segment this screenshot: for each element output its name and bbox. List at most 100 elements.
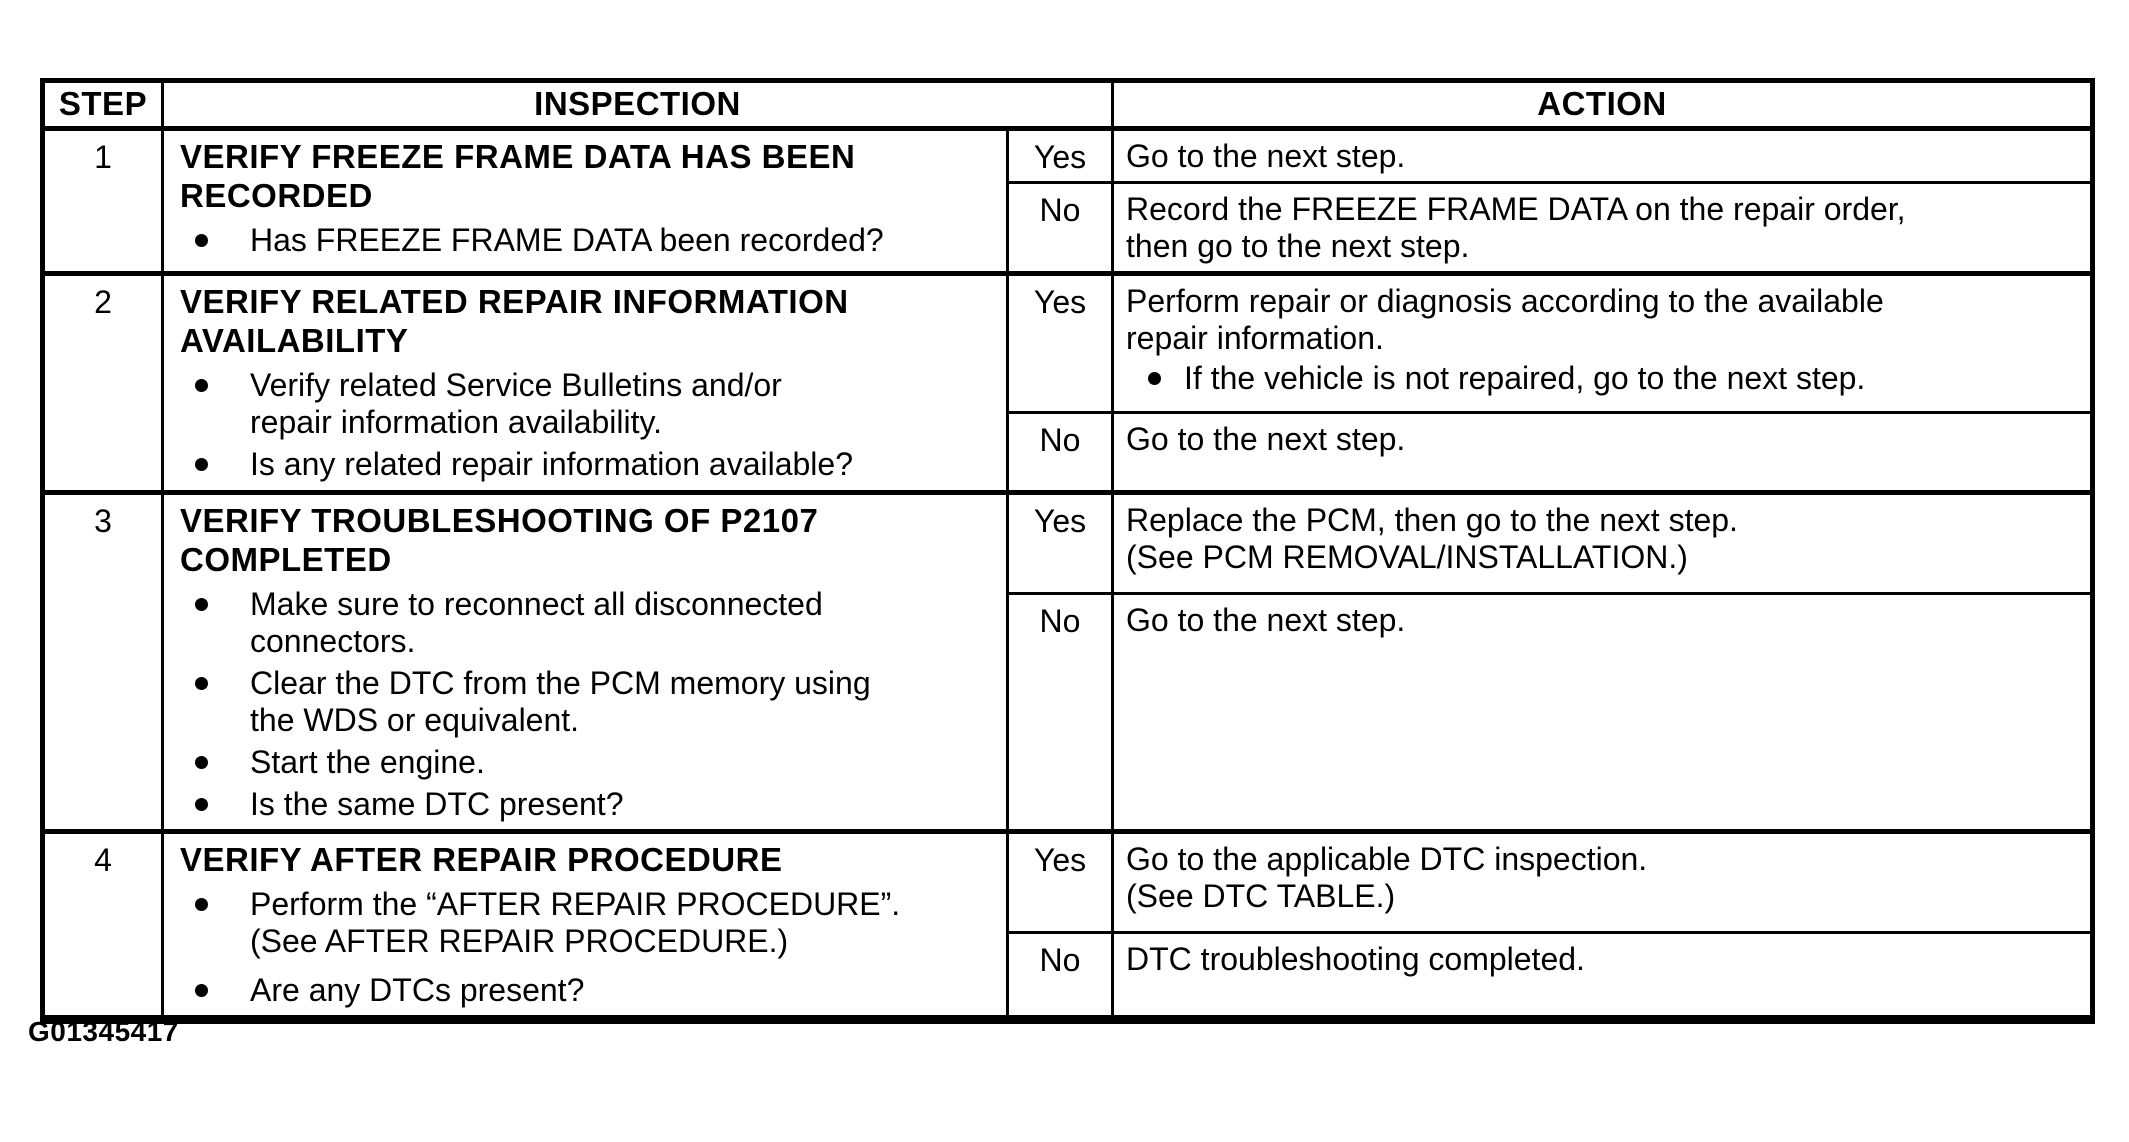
action-line: Go to the next step. [1126,421,1406,457]
step3-yes-row: 3 VERIFY TROUBLESHOOTING OF P2107 COMPLE… [41,490,2095,833]
step1-no-row: No Record the FREEZE FRAME DATA on the r… [43,181,2095,275]
inspection-cell: VERIFY AFTER REPAIR PROCEDURE Perform th… [161,829,1009,1021]
step3-no-row: No Go to the next step. [43,591,2095,834]
header-inspection: INSPECTION [160,79,1115,131]
no-label: No [1039,422,1081,458]
action-line: Perform repair or diagnosis according to… [1126,283,1884,319]
inspection-bullet-list: Perform the “AFTER REPAIR PROCEDURE”. (S… [180,886,996,1009]
step-number: 2 [41,271,164,494]
yes-label: Yes [1033,284,1087,320]
header-action: ACTION [1111,79,2095,131]
no-cell: No [1005,591,1115,834]
bullet-item: Perform the “AFTER REPAIR PROCEDURE”. (S… [180,886,996,960]
yes-label: Yes [1033,139,1087,175]
action-line: Go to the applicable DTC inspection. [1126,841,1648,877]
step-number: 1 [41,126,164,275]
action-line: repair information. [1126,320,1384,356]
inspection-title: VERIFY FREEZE FRAME DATA HAS BEEN RECORD… [180,137,996,215]
action-no-cell: Go to the next step. [1111,591,2095,834]
action-yes-cell: Go to the applicable DTC inspection. (Se… [1111,829,2095,934]
title-line: RECORDED [180,177,373,214]
bullet-item: Has FREEZE FRAME DATA been recorded? [180,222,996,259]
bullet-item: Is the same DTC present? [180,786,996,823]
table-header-row: STEP INSPECTION ACTION [41,79,2095,131]
bullet-item: Are any DTCs present? [180,972,996,1009]
step4-yes-row: 4 VERIFY AFTER REPAIR PROCEDURE Perform … [41,829,2095,1021]
step4-no-row: No DTC troubleshooting completed. [43,930,2095,1022]
yes-cell: Yes [1005,271,1115,414]
inspection-cell: VERIFY RELATED REPAIR INFORMATION AVAILA… [161,271,1009,494]
bullet-item: Start the engine. [180,744,996,781]
step-number: 4 [41,829,164,1021]
action-yes-cell: Go to the next step. [1111,126,2095,184]
no-label: No [1039,192,1081,228]
yes-label: Yes [1033,503,1087,539]
bullet-item: If the vehicle is not repaired, go to th… [1126,360,2080,397]
action-yes-cell: Replace the PCM, then go to the next ste… [1111,490,2095,595]
action-line: Replace the PCM, then go to the next ste… [1126,502,1738,538]
action-line: Go to the next step. [1126,138,1406,174]
bullet-item: Verify related Service Bulletins and/or … [180,367,996,441]
bullet-line: (See AFTER REPAIR PROCEDURE.) [250,923,789,959]
diagnostic-troubleshooting-table: STEP INSPECTION ACTION 1 VERIFY FREEZE F… [40,78,2096,1024]
action-yes-cell: Perform repair or diagnosis according to… [1111,271,2095,414]
no-label: No [1039,941,1081,978]
bullet-line: Perform the “AFTER REPAIR PROCEDURE”. [250,886,901,922]
bullet-line: Is the same DTC present? [250,786,624,822]
no-cell: No [1005,930,1115,1022]
action-line: Record the FREEZE FRAME DATA on the repa… [1126,191,1906,227]
action-line: Go to the next step. [1126,601,1406,638]
bullet-line: Make sure to reconnect all disconnected [250,586,823,622]
bullet-line: Start the engine. [250,744,485,780]
title-line: VERIFY RELATED REPAIR INFORMATION [180,283,849,320]
action-line: (See PCM REMOVAL/INSTALLATION.) [1126,539,1688,575]
bullet-line: Clear the DTC from the PCM memory using [250,665,871,701]
bullet-line: connectors. [250,623,416,659]
yes-cell: Yes [1005,829,1115,934]
title-line: VERIFY AFTER REPAIR PROCEDURE [180,841,783,878]
step1-yes-row: 1 VERIFY FREEZE FRAME DATA HAS BEEN RECO… [41,126,2095,275]
inspection-title: VERIFY TROUBLESHOOTING OF P2107 COMPLETE… [180,501,996,579]
bullet-item: Clear the DTC from the PCM memory using … [180,665,996,739]
inspection-bullet-list: Make sure to reconnect all disconnected … [180,586,996,823]
inspection-cell: VERIFY FREEZE FRAME DATA HAS BEEN RECORD… [161,126,1009,275]
no-label: No [1039,602,1081,639]
inspection-title: VERIFY AFTER REPAIR PROCEDURE [180,840,996,879]
yes-cell: Yes [1005,490,1115,595]
header-step: STEP [41,79,164,131]
inspection-cell: VERIFY TROUBLESHOOTING OF P2107 COMPLETE… [161,490,1009,833]
step-number-text: 1 [94,139,112,175]
title-line: VERIFY FREEZE FRAME DATA HAS BEEN [180,138,856,175]
inspection-bullet-list: Verify related Service Bulletins and/or … [180,367,996,483]
inspection-title: VERIFY RELATED REPAIR INFORMATION AVAILA… [180,282,996,360]
bullet-line: Verify related Service Bulletins and/or [250,367,782,403]
action-no-cell: Record the FREEZE FRAME DATA on the repa… [1111,181,2095,275]
title-line: AVAILABILITY [180,322,409,359]
inspection-bullet-list: Has FREEZE FRAME DATA been recorded? [180,222,996,259]
title-line: VERIFY TROUBLESHOOTING OF P2107 [180,502,819,539]
action-no-cell: Go to the next step. [1111,411,2095,494]
bullet-line: the WDS or equivalent. [250,702,580,738]
action-no-cell: DTC troubleshooting completed. [1111,930,2095,1022]
figure-id: G01345417 [28,1016,179,1047]
bullet-item: Make sure to reconnect all disconnected … [180,586,996,660]
action-line: then go to the next step. [1126,228,1470,264]
title-line: COMPLETED [180,541,392,578]
action-bullet-list: If the vehicle is not repaired, go to th… [1126,360,2080,397]
action-line: (See DTC TABLE.) [1126,878,1396,914]
yes-label: Yes [1033,842,1087,878]
bullet-line: Is any related repair information availa… [250,446,853,482]
step-number-text: 4 [94,842,112,878]
no-cell: No [1005,181,1115,275]
bullet-line: If the vehicle is not repaired, go to th… [1184,360,1866,396]
bullet-line: Has FREEZE FRAME DATA been recorded? [250,222,884,258]
step-number-text: 3 [94,503,112,539]
action-line: DTC troubleshooting completed. [1126,940,1585,977]
step2-no-row: No Go to the next step. [43,411,2095,494]
bullet-item: Is any related repair information availa… [180,446,996,483]
no-cell: No [1005,411,1115,494]
bullet-line: Are any DTCs present? [250,972,585,1008]
bullet-line: repair information availability. [250,404,663,440]
step2-yes-row: 2 VERIFY RELATED REPAIR INFORMATION AVAI… [41,271,2095,494]
